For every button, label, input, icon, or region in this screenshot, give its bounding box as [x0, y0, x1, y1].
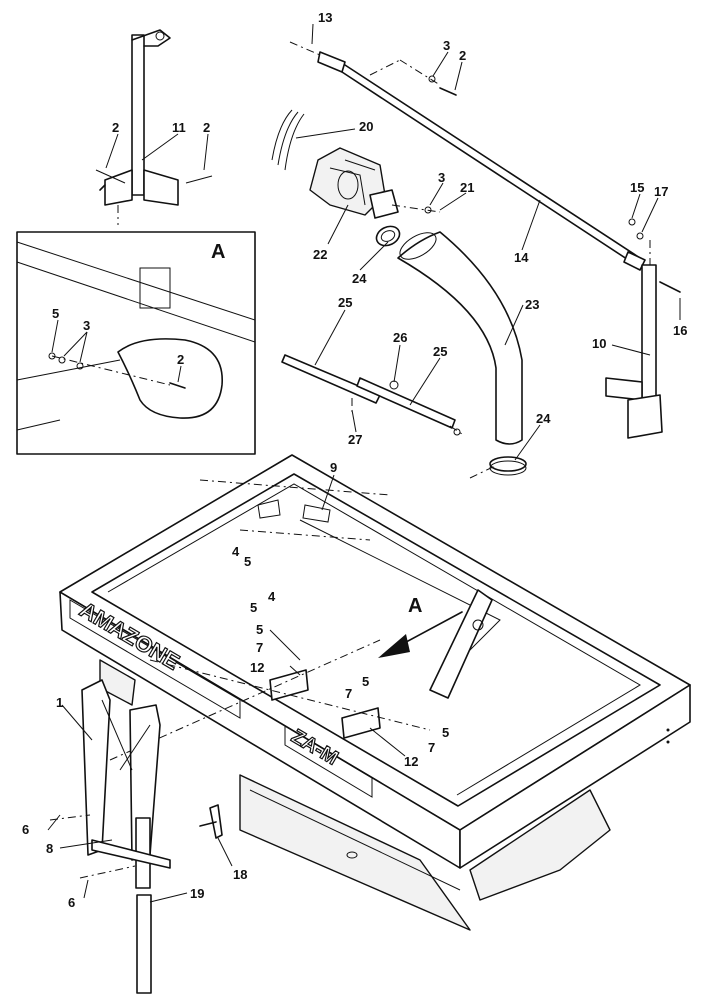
- callout-21: 21: [460, 180, 474, 195]
- callout-26: 26: [393, 330, 407, 345]
- callout-2: 2: [459, 48, 466, 63]
- callout-3: 3: [443, 38, 450, 53]
- callout-12: 12: [404, 754, 418, 769]
- callout-25: 25: [338, 295, 352, 310]
- tie-rod-part: [289, 41, 646, 271]
- hydraulic-bracket-part: [271, 109, 441, 219]
- callout-24: 24: [536, 411, 551, 426]
- hitch-frame-part: [49, 679, 223, 994]
- callout-7: 7: [256, 640, 263, 655]
- callout-leaders: [47, 23, 681, 903]
- callout-20: 20: [359, 119, 373, 134]
- hopper-body: AMAZONE ZA-M A: [59, 454, 691, 931]
- callout-3: 3: [438, 170, 445, 185]
- callout-12: 12: [250, 660, 264, 675]
- callout-8: 8: [46, 841, 53, 856]
- callout-6: 6: [22, 822, 29, 837]
- callout-27: 27: [348, 432, 362, 447]
- callout-13: 13: [318, 10, 332, 25]
- callout-7: 7: [345, 686, 352, 701]
- detail-a-label: A: [211, 241, 225, 263]
- callout-4: 4: [268, 589, 276, 604]
- callout-1: 1: [56, 695, 63, 710]
- callout-2: 2: [112, 120, 119, 135]
- callout-22: 22: [313, 247, 327, 262]
- callout-24: 24: [352, 271, 367, 286]
- callout-15: 15: [630, 180, 644, 195]
- callout-10: 10: [592, 336, 606, 351]
- callout-4: 4: [232, 544, 240, 559]
- callout-5: 5: [362, 674, 369, 689]
- detail-a-box: A: [16, 231, 256, 455]
- callout-5: 5: [52, 306, 59, 321]
- callout-6: 6: [68, 895, 75, 910]
- callout-17: 17: [654, 184, 668, 199]
- callout-11: 11: [172, 120, 186, 135]
- callout-23: 23: [525, 297, 539, 312]
- callout-5: 5: [256, 622, 263, 637]
- callout-3: 3: [83, 318, 90, 333]
- callout-5: 5: [250, 600, 257, 615]
- cover-plates-part: [281, 354, 463, 436]
- callout-25: 25: [433, 344, 447, 359]
- callout-7: 7: [428, 740, 435, 755]
- callout-numbers: 13 3 2 20 3 21 2 11 2 15 17 22 24 14 23 …: [22, 10, 687, 910]
- callout-14: 14: [514, 250, 529, 265]
- right-bracket-part: [605, 218, 681, 439]
- bracket-post-part: [95, 29, 213, 225]
- spout-part: [375, 225, 527, 479]
- callout-5: 5: [442, 725, 449, 740]
- callout-2: 2: [177, 352, 184, 367]
- arrow-a-label: A: [408, 595, 422, 617]
- callout-9: 9: [330, 460, 337, 475]
- callout-2: 2: [203, 120, 210, 135]
- callout-5: 5: [244, 554, 251, 569]
- callout-19: 19: [190, 886, 204, 901]
- callout-16: 16: [673, 323, 687, 338]
- callout-18: 18: [233, 867, 247, 882]
